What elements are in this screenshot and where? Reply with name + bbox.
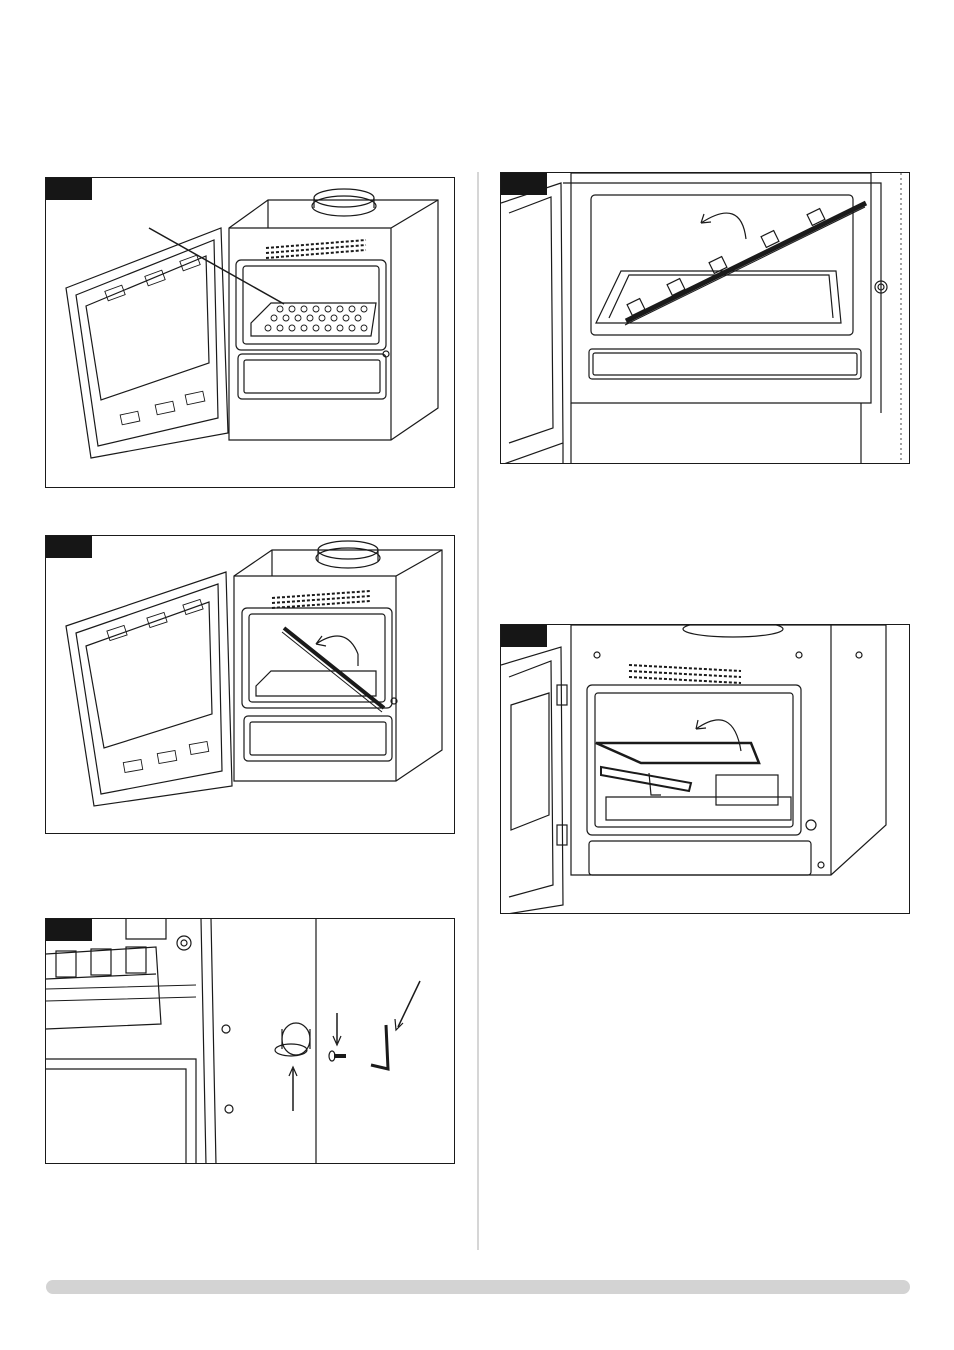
column-divider <box>477 172 479 1250</box>
figure-3-tab <box>46 919 92 941</box>
figure-4 <box>500 172 910 464</box>
figure-5 <box>500 624 910 914</box>
figure-2 <box>45 535 455 834</box>
figure-1-tab <box>46 178 92 200</box>
figure-2-tab <box>46 536 92 558</box>
figure-2-drawing <box>46 536 455 834</box>
figure-3-drawing <box>46 919 455 1164</box>
figure-5-tab <box>501 625 547 647</box>
figure-3 <box>45 918 455 1164</box>
figure-4-tab <box>501 173 547 195</box>
footer-bar <box>46 1280 910 1294</box>
figure-4-drawing <box>501 173 910 464</box>
figure-1 <box>45 177 455 488</box>
figure-1-drawing <box>46 178 455 488</box>
figure-5-drawing <box>501 625 910 914</box>
